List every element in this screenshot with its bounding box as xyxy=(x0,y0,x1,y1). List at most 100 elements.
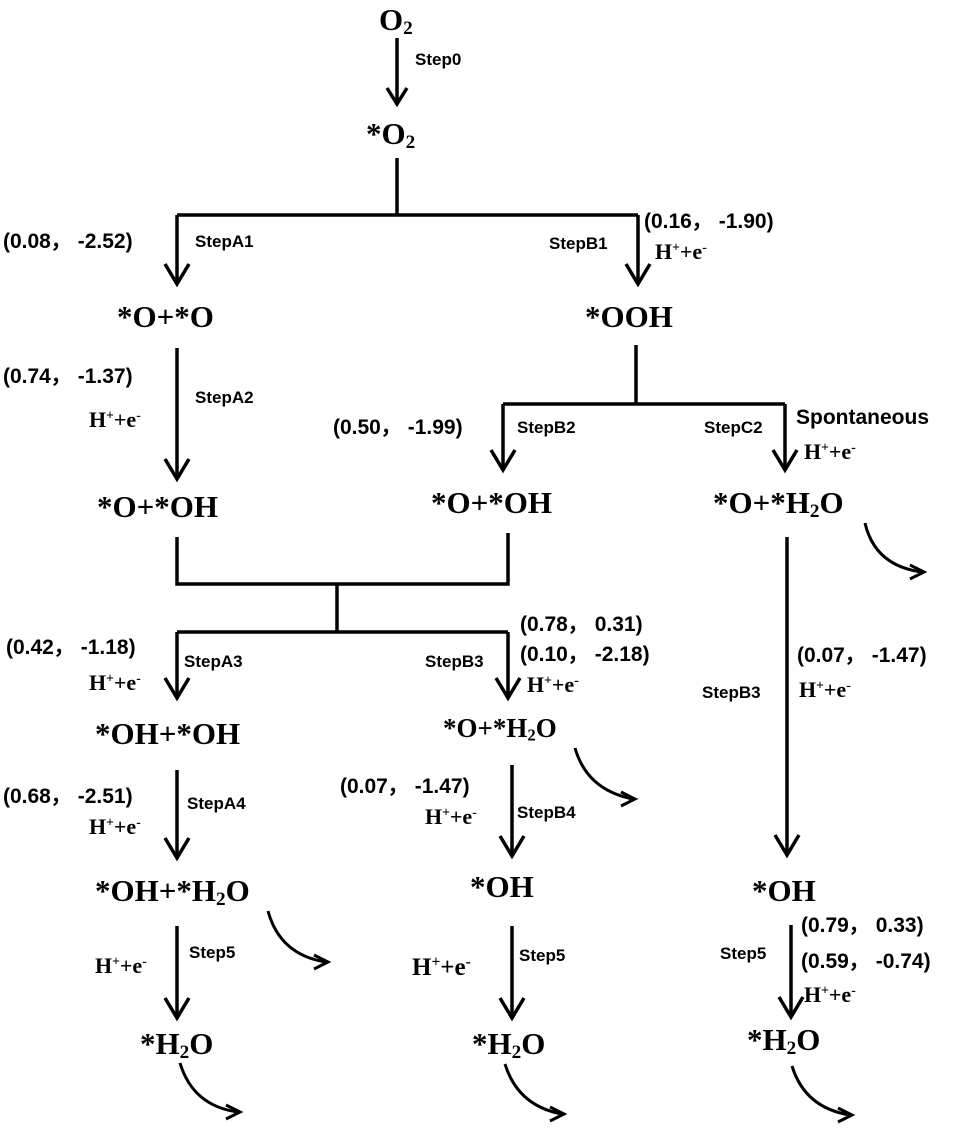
proton-electron-step5-left: H++e- xyxy=(95,953,147,978)
proton-minus: - xyxy=(574,672,579,688)
proton-plus: + xyxy=(106,670,114,686)
proton-mid: +e xyxy=(828,439,852,464)
proton-plus: + xyxy=(112,953,120,969)
step-label-step0: Step0 xyxy=(415,50,462,69)
proton-h: H xyxy=(95,953,113,978)
species-h2o-left-pre: *H xyxy=(140,1026,180,1061)
species-o-o: *O+*O xyxy=(117,299,214,334)
species-h2o-right: *H2O xyxy=(747,1022,821,1058)
release-arrow-oh-h2o xyxy=(266,910,327,964)
proton-electron-c3: H++e- xyxy=(799,677,851,702)
proton-plus: + xyxy=(672,239,680,255)
proton-plus: + xyxy=(442,804,450,820)
proton-electron-b4: H++e- xyxy=(425,804,477,828)
species-o2-main: O xyxy=(379,2,404,37)
arrowhead-stepB1 xyxy=(624,263,652,288)
arrowhead-step5-right xyxy=(777,996,805,1021)
proton-electron-a3: H++e- xyxy=(89,670,141,695)
proton-electron-a4: H++e- xyxy=(89,814,141,839)
proton-mid: +e xyxy=(828,982,852,1007)
proton-plus: + xyxy=(431,953,441,971)
step-label-b3-right: StepB3 xyxy=(702,683,761,702)
proton-h: H xyxy=(527,672,545,697)
proton-minus: - xyxy=(465,953,471,971)
species-b3-o-h2o-post: O xyxy=(535,713,557,743)
proton-mid: +e xyxy=(823,677,847,702)
species-h2o-right-sub: 2 xyxy=(786,1038,797,1060)
arrowhead-stepA4 xyxy=(163,837,191,862)
proton-h: H xyxy=(89,407,107,432)
proton-h: H xyxy=(804,439,822,464)
release-arrow-h2o-right xyxy=(790,1065,851,1117)
species-h2o-right-post: O xyxy=(796,1022,821,1057)
species-b3-o-h2o-pre: *O+*H xyxy=(443,713,528,743)
proton-h: H xyxy=(799,677,817,702)
value-a4: (0.68， -2.51) xyxy=(3,785,133,808)
species-h2o-mid-post: O xyxy=(521,1026,546,1061)
proton-mid: +e xyxy=(113,407,137,432)
arrowhead-step0 xyxy=(385,87,409,108)
proton-minus: - xyxy=(142,953,147,969)
proton-plus: + xyxy=(106,814,114,830)
species-h2o-left-sub: 2 xyxy=(179,1042,190,1064)
proton-mid: +e xyxy=(551,672,575,697)
arrowhead-step5-mid xyxy=(498,997,526,1022)
proton-minus: - xyxy=(846,677,851,693)
species-o2: O2 xyxy=(379,2,413,38)
species-h2o-right-pre: *H xyxy=(747,1022,787,1057)
release-arrowhead-c-h2o xyxy=(909,563,928,581)
step-label-b1: StepB1 xyxy=(549,234,608,253)
proton-electron-a2: H++e- xyxy=(89,407,141,432)
proton-mid: +e xyxy=(113,670,137,695)
value-c5-2: (0.59， -0.74) xyxy=(801,950,931,973)
arrowhead-stepB3-mid xyxy=(494,677,522,702)
arrowhead-stepA1 xyxy=(163,263,191,288)
proton-electron-c2: H++e- xyxy=(804,439,856,464)
species-ads-o2-main: *O xyxy=(366,116,406,151)
value-b4: (0.07， -1.47) xyxy=(340,775,470,798)
step-label-step5-right: Step5 xyxy=(720,944,767,963)
species-c-o-h2o-post: O xyxy=(819,485,844,520)
species-h2o-mid-pre: *H xyxy=(472,1026,512,1061)
species-b-o-oh: *O+*OH xyxy=(431,485,553,520)
step-label-b3-mid: StepB3 xyxy=(425,652,484,671)
step-label-c2: StepC2 xyxy=(704,418,763,437)
release-arrowhead-h2o-right xyxy=(837,1106,856,1124)
value-a3: (0.42， -1.18) xyxy=(6,636,136,659)
value-b2: (0.50， -1.99) xyxy=(333,416,463,439)
release-arrow-b3-h2o xyxy=(573,747,634,801)
proton-electron-b1: H++e- xyxy=(655,239,707,263)
proton-plus: + xyxy=(821,439,829,455)
species-h2o-mid: *H2O xyxy=(472,1026,546,1062)
species-h2o-left: *H2O xyxy=(140,1026,214,1062)
species-h2o-mid-sub: 2 xyxy=(511,1042,522,1064)
proton-electron-step5-mid: H++e- xyxy=(412,953,471,980)
value-b3-2: (0.10， -2.18) xyxy=(520,643,650,666)
branch-merge xyxy=(175,533,510,634)
species-a-o-oh: *O+*OH xyxy=(97,489,219,524)
value-b1: (0.16， -1.90) xyxy=(644,210,774,233)
step-label-a4: StepA4 xyxy=(187,794,246,813)
proton-minus: - xyxy=(702,239,707,255)
proton-plus: + xyxy=(106,407,114,423)
release-arrowhead-h2o-left xyxy=(225,1103,244,1121)
species-h2o-left-post: O xyxy=(189,1026,214,1061)
proton-h: H xyxy=(89,814,107,839)
release-arrow-h2o-mid xyxy=(503,1063,563,1116)
species-oh-h2o-post: O xyxy=(225,873,250,908)
proton-electron-step5-right: H++e- xyxy=(804,982,856,1007)
proton-plus: + xyxy=(544,672,552,688)
release-arrowhead-oh-h2o xyxy=(313,953,332,971)
species-ads-o2-sub: 2 xyxy=(405,132,416,154)
species-ads-o2: *O2 xyxy=(366,116,415,152)
proton-minus: - xyxy=(136,407,141,423)
proton-plus: + xyxy=(821,982,829,998)
value-c3: (0.07， -1.47) xyxy=(797,644,927,667)
release-arrow-c-h2o xyxy=(863,522,923,574)
species-oh-right: *OH xyxy=(752,873,816,908)
proton-minus: - xyxy=(136,670,141,686)
species-o2-sub: 2 xyxy=(403,18,413,40)
release-arrow-h2o-left xyxy=(178,1062,239,1114)
step-label-b4: StepB4 xyxy=(517,803,576,822)
